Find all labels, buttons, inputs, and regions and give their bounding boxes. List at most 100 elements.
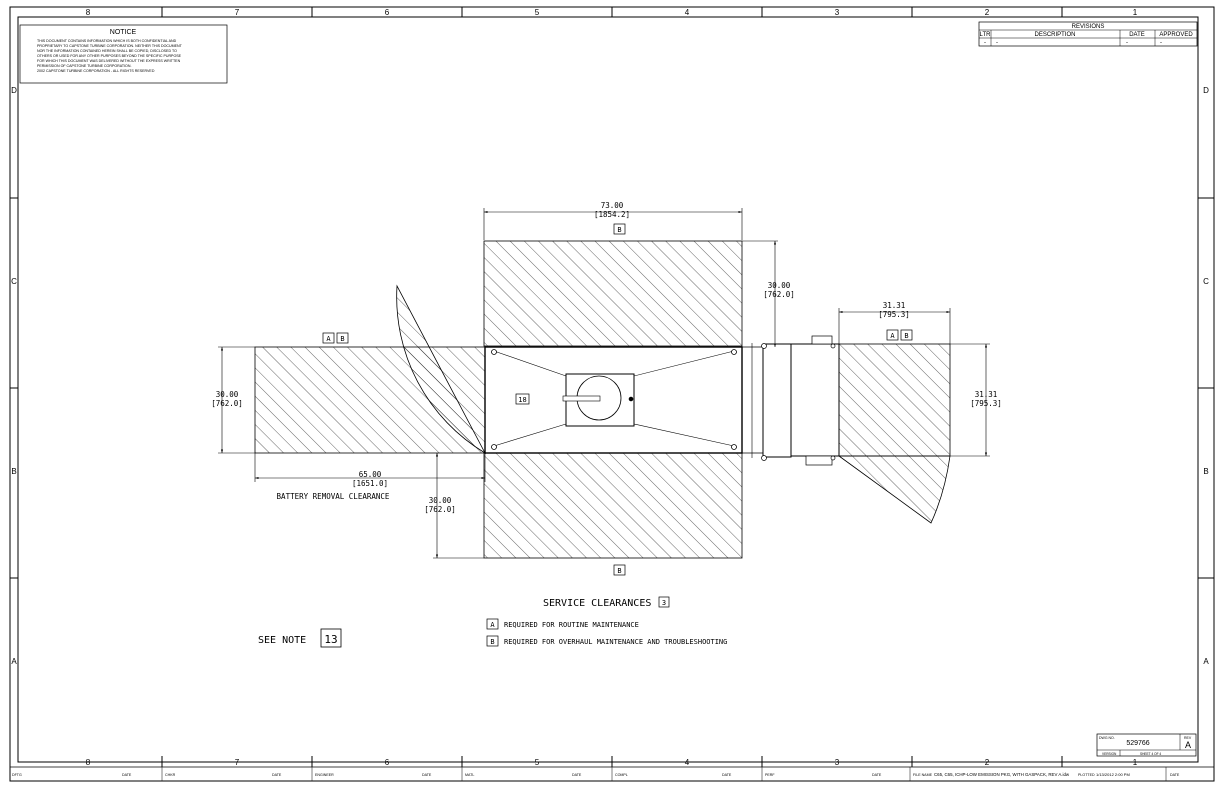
notice-box: NOTICE THIS DOCUMENT CONTAINS INFORMATIO… [19,24,228,84]
legend-b: REQUIRED FOR OVERHAUL MAINTENANCE AND TR… [504,638,727,646]
service-title: SERVICE CLEARANCES [543,598,651,609]
dim-top-width: 73.00 [601,201,624,210]
dim-battery-width-mm: [1651.0] [352,479,388,488]
dim-door-width-mm: [795.3] [878,310,910,319]
zone-bottom-5: 5 [535,758,540,767]
notice-line: PROPRIETARY TO CAPSTONE TURBINE CORPORAT… [37,44,183,48]
row-right-c: C [1203,277,1209,286]
footer-cell: COMPL [615,773,628,777]
footer-cell: PERF [765,773,775,777]
service-note-num: 3 [662,599,666,607]
rev-header-description: DESCRIPTION [1034,32,1075,38]
footer-cell: CHKR [165,773,176,777]
see-note-label: SEE NOTE [258,635,306,646]
dwg-no-label: DWG NO. [1099,736,1115,740]
zone-labels: 8 7 6 5 4 3 2 1 8 7 6 5 4 3 2 1 D C B A … [11,8,1209,767]
notice-line: 2002 CAPSTONE TURBINE CORPORATION - ALL … [37,69,155,73]
revisions-title: REVISIONS [1072,24,1105,30]
ref-18: 18 [518,396,526,404]
notice-line: FOR WHICH THIS DOCUMENT WAS DELIVERED WI… [37,59,181,63]
footer-cell: DATE [422,773,432,777]
dwg-no: 529766 [1126,740,1149,747]
dim-left-height: 30.00 [216,390,239,399]
footer-cell: DATE [722,773,732,777]
zone-top-1: 1 [1133,8,1138,17]
zone-top-8: 8 [86,8,91,17]
dim-top-width-mm: [1854.2] [594,210,630,219]
rev-cell: - [996,40,998,46]
notice-line: NOR THE INFORMATION CONTAINED HEREIN SHA… [37,49,177,53]
footer-plotted: 1/13/2012 2:00 PM [1096,772,1130,777]
rev-cell: - [1126,40,1128,46]
rev-header-approved: APPROVED [1159,32,1193,38]
zone-top-2: 2 [985,8,990,17]
revisions-table: REVISIONS LTR DESCRIPTION DATE APPROVED … [978,21,1198,47]
dimension-text: 73.00 [1854.2] 30.00 [762.0] 31.31 [795.… [211,201,1002,514]
top-clearance-zone [483,240,743,347]
footer-text: DFTG DATE CHKR DATE ENGINEER DATE MATL D… [12,772,1180,777]
tag-boxes: B B A B A B 18 [322,223,913,576]
rev-cell: - [984,40,986,46]
footer-cell: DATE [872,773,882,777]
zone-bottom-1: 1 [1133,758,1138,767]
dim-bottom-height-mm: [762.0] [424,505,456,514]
dim-battery-width: 65.00 [359,470,382,479]
footer-cell: DATE [122,773,132,777]
zone-bottom-4: 4 [685,758,690,767]
zone-top-3: 3 [835,8,840,17]
title-block: DWG NO. 529766 REV A VERSION SHEET 4 OF … [1096,733,1197,757]
zone-bottom-3: 3 [835,758,840,767]
left-door-swing-zone [396,284,487,455]
dim-door-height-mm: [795.3] [970,399,1002,408]
notice-title: NOTICE [110,29,137,36]
mount-point [731,349,737,355]
notice-line: THIS DOCUMENT CONTAINS INFORMATION WHICH… [37,39,177,43]
dim-right-height: 30.00 [768,281,791,290]
dim-bottom-height: 30.00 [429,496,452,505]
footer-cell: PLOTTED [1078,773,1095,777]
legend-tag-a: A [490,621,495,629]
notice-line: OTHERS OR USED FOR ANY OTHER PURPOSES BE… [37,54,182,58]
right-end-clearance-zone [838,343,951,457]
tag-a: A [890,332,895,340]
service-legend: SERVICE CLEARANCES 3 A REQUIRED FOR ROUT… [258,596,727,648]
mount-point [731,444,737,450]
rev-header-date: DATE [1129,32,1145,38]
zone-bottom-2: 2 [985,758,990,767]
dim-door-width: 31.31 [883,301,906,310]
footer-cell: MATL [465,773,474,777]
legend-a: REQUIRED FOR ROUTINE MAINTENANCE [504,621,639,629]
battery-removal-label: BATTERY REMOVAL CLEARANCE [277,492,390,501]
version-label: VERSION [1102,752,1117,756]
zone-top-4: 4 [685,8,690,17]
footer-cell: DATE [272,773,282,777]
notice-line: PERMISSION OF CAPSTONE TURBINE CORPORATI… [37,64,131,68]
zone-bottom-6: 6 [385,758,390,767]
equipment-enclosure [484,335,840,466]
dimension-lines [218,208,990,559]
footer-cell: ENGINEER [315,773,334,777]
zone-top-6: 6 [385,8,390,17]
tag-b: B [617,226,621,234]
row-left-a: A [11,657,17,666]
rev-cell: - [1160,40,1162,46]
tag-b: B [904,332,908,340]
zone-bottom-8: 8 [86,758,91,767]
tag-b: B [340,335,344,343]
row-left-b: B [11,467,16,476]
footer-cell: DATE [572,773,582,777]
footer-file-name: C65, C65, ICHP-LOW EMISSION PKG, WITH GA… [934,772,1070,777]
footer-cell: DFTG [12,773,22,777]
row-left-d: D [11,86,17,95]
rev-label: REV [1184,736,1192,740]
row-right-b: B [1203,467,1208,476]
row-right-a: A [1203,657,1209,666]
tag-a: A [326,335,331,343]
rev-value: A [1185,740,1191,750]
heat-recovery-module [762,343,792,458]
dim-left-height-mm: [762.0] [211,399,243,408]
row-left-c: C [11,277,17,286]
mount-point [491,444,497,450]
sheet-label: SHEET 4 OF 4 [1140,752,1161,756]
